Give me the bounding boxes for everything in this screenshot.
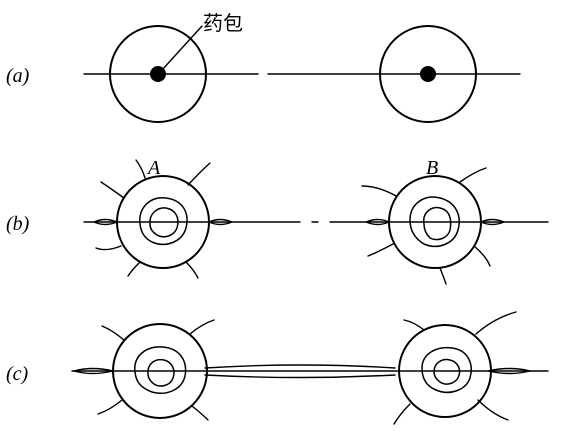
row-c: (c): [6, 311, 549, 425]
hole-c-left-fissure: [191, 405, 209, 421]
charge-hole-right: [379, 25, 477, 123]
hole-c-left-crack-left: [73, 367, 114, 375]
hole-c-left-outer: [112, 323, 208, 419]
row-b-label: (b): [6, 213, 30, 235]
hole-b-crack-left: [365, 218, 390, 226]
row-b: (b) A B: [6, 157, 549, 285]
charge-label-leader: [161, 25, 203, 71]
hole-a-fissure: [100, 181, 125, 199]
hole-b-crack-right: [480, 218, 505, 226]
hole-c-right-fissure: [403, 319, 425, 331]
hole-c-right-outer: [398, 324, 492, 418]
hole-a-fissure: [135, 159, 146, 179]
hole-b-crush-zone: [409, 196, 460, 248]
row-c-label: (c): [6, 363, 29, 385]
hole-c-right-crush-zone: [421, 346, 472, 394]
charge-dot-right: [420, 66, 436, 82]
charge-hole-left: [109, 25, 207, 123]
hole-a-cavity: [149, 207, 179, 238]
hole-c-left-fissure: [101, 325, 125, 341]
connecting-crack-top: [204, 364, 396, 369]
hole-b-fissure: [459, 167, 487, 183]
row-a-label: (a): [6, 65, 30, 87]
hole-c-left-crush-zone: [134, 346, 187, 394]
hole-c-left-cavity: [147, 358, 175, 387]
hole-c-right-cavity: [433, 358, 461, 385]
hole-c-right-fissure: [393, 403, 411, 425]
hole-b-fissure: [367, 243, 394, 257]
hole-b-fissure: [439, 267, 447, 285]
hole-c-left-fissure: [189, 319, 215, 335]
connecting-crack-bottom: [204, 374, 396, 379]
charge-label: 药包: [203, 11, 243, 35]
hole-c-right-crack-right: [487, 367, 531, 375]
hole-a-crush-zone: [139, 197, 188, 246]
hole-c-right-fissure: [477, 399, 509, 421]
hole-a-fissure: [127, 261, 141, 277]
hole-a-fissure: [187, 162, 211, 186]
hole-a-fissure: [185, 261, 199, 279]
hole-a-crack-left: [93, 218, 118, 226]
hole-b-cavity: [423, 206, 452, 241]
row-a: (a) 药包: [6, 11, 521, 123]
hole-a-crack-right: [208, 218, 233, 226]
point-b-label: B: [426, 157, 438, 179]
hole-c-right-fissure: [475, 311, 517, 335]
hole-c-left-fissure: [97, 399, 123, 415]
hole-b-fissure: [361, 185, 397, 197]
hole-b-fissure: [473, 245, 491, 267]
point-a-label: A: [146, 157, 161, 179]
hole-a-fissure: [95, 245, 122, 251]
